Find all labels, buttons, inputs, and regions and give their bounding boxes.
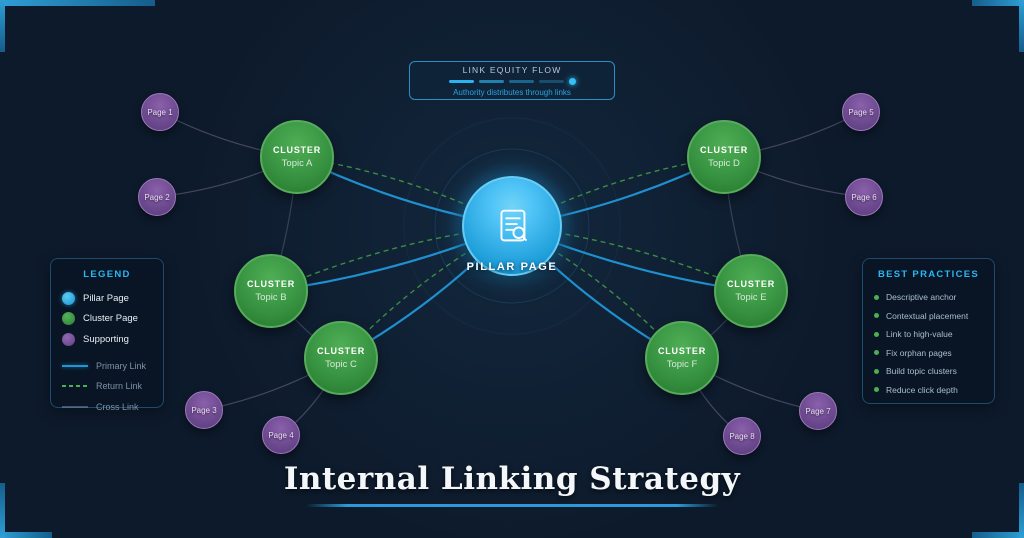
best-practices-panel: BEST PRACTICES Descriptive anchor Contex… — [862, 258, 995, 404]
cross-link-B-C — [270, 290, 342, 359]
legend-item-cluster: Cluster Page — [62, 309, 152, 330]
equity-flow-title: LINK EQUITY FLOW — [462, 64, 562, 75]
pillar-page-swatch — [62, 291, 75, 305]
best-practice-item: Fix orphan pages — [874, 344, 983, 363]
page-link-p5-D — [723, 111, 862, 158]
legend-item-primary-link: Primary Link — [62, 356, 152, 377]
best-practice-item: Link to high-value — [874, 325, 983, 344]
page-title: Internal Linking Strategy — [283, 461, 741, 497]
bullet-dot — [874, 368, 879, 374]
pillar-page-node[interactable] — [462, 176, 562, 276]
legend-item-cross-link: Cross Link — [62, 397, 152, 418]
corner-bracket-bottom-left-vertical — [0, 483, 5, 538]
legend-item-return-link: Return Link — [62, 376, 152, 397]
flow-segment — [478, 79, 504, 83]
link-equity-flow-box: LINK EQUITY FLOW Authority distributes t… — [409, 61, 615, 100]
cross-link-D-E — [723, 156, 752, 292]
best-practices-title: BEST PRACTICES — [877, 269, 980, 280]
bullet-dot — [874, 350, 879, 356]
flow-segment — [508, 79, 534, 83]
bullet-dot — [874, 294, 879, 300]
page-link-p7-F — [681, 357, 819, 412]
corner-bracket-bottom-right-vertical — [1019, 483, 1024, 538]
page-link-p8-F — [681, 357, 743, 437]
legend-title: LEGEND — [83, 269, 131, 280]
flow-segment — [538, 79, 564, 83]
title-underline — [306, 504, 718, 507]
page-link-p4-C — [280, 357, 342, 436]
primary-link-swatch — [62, 364, 88, 367]
corner-bracket-bottom-left-horizontal — [0, 532, 52, 538]
best-practice-item: Reduce click depth — [874, 381, 983, 400]
pillar-faint-ring — [403, 117, 621, 335]
pillar-outer-ring — [434, 148, 590, 304]
best-practice-item: Build topic clusters — [874, 362, 983, 381]
title-block: Internal Linking Strategy — [0, 461, 1024, 507]
cross-link-A-B — [270, 156, 298, 292]
bullet-dot — [874, 387, 879, 393]
cluster-page-swatch — [62, 312, 75, 326]
pillar-page-label: PILLAR PAGE — [466, 261, 558, 273]
best-practice-item: Descriptive anchor — [874, 288, 983, 307]
flow-endpoint-dot — [568, 77, 576, 85]
corner-bracket-bottom-right-horizontal — [972, 532, 1024, 538]
page-link-p6-D — [723, 156, 865, 198]
best-practice-item: Contextual placement — [874, 307, 983, 326]
legend-item-supporting: Supporting — [62, 329, 152, 350]
bullet-dot — [874, 313, 879, 319]
cross-link-E-F — [681, 290, 752, 359]
cross-link-swatch — [62, 405, 88, 408]
equity-flow-gradient-line — [448, 77, 576, 85]
page-link-p1-A — [159, 111, 298, 158]
flow-segment — [448, 79, 474, 83]
return-link-swatch — [62, 385, 88, 388]
corner-bracket-top-left-horizontal — [0, 0, 155, 6]
corner-bracket-top-left-vertical — [0, 0, 5, 52]
legend-panel: LEGEND Pillar Page Cluster Page Supporti… — [50, 258, 164, 412]
corner-bracket-top-right-horizontal — [972, 0, 1024, 6]
document-search-icon — [500, 209, 527, 242]
bullet-dot — [874, 331, 879, 337]
equity-flow-subtitle: Authority distributes through links — [453, 87, 571, 97]
page-link-p2-A — [156, 156, 298, 198]
supporting-page-swatch — [62, 332, 75, 346]
page-link-p3-C — [203, 357, 342, 411]
legend-item-pillar: Pillar Page — [62, 288, 152, 309]
corner-bracket-top-right-vertical — [1019, 0, 1024, 52]
